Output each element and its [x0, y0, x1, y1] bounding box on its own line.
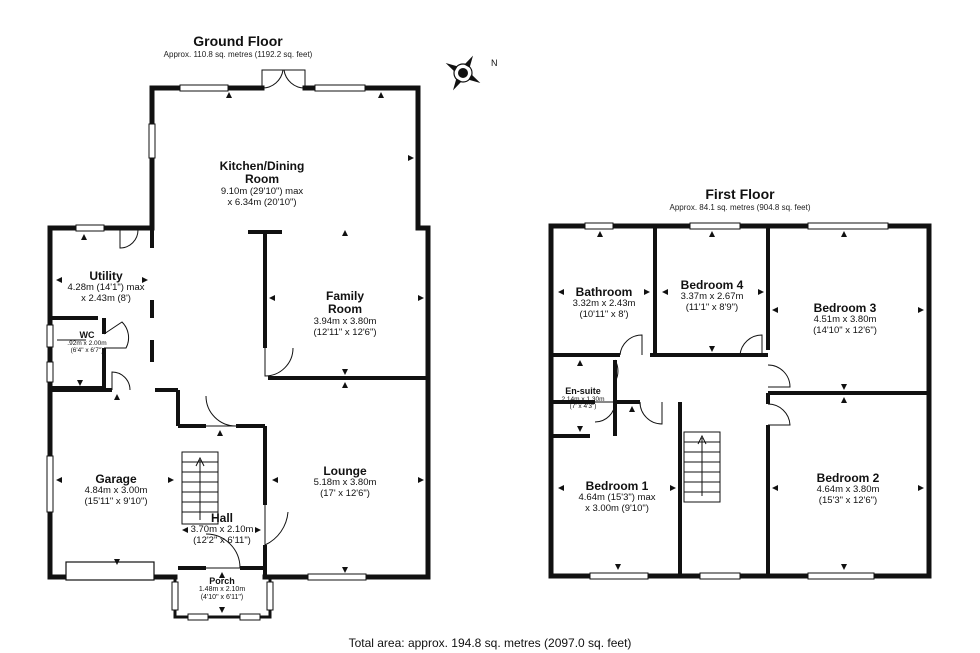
room-size: 9.10m (29'10") max	[220, 185, 304, 197]
room-size: (15'3" x 12'6")	[818, 495, 878, 507]
ground-floor-heading: Ground Floor Approx. 110.8 sq. metres (1…	[150, 33, 326, 59]
room-label-bedroom-3: Bedroom 3 4.51m x 3.80m (14'10" x 12'6")	[813, 301, 877, 337]
ground-floor-windows	[46, 84, 367, 621]
room-name: Room	[327, 302, 362, 317]
room-name: Bedroom 2	[816, 471, 880, 485]
room-size: (17' x 12'6")	[320, 488, 370, 500]
first-floor-interior-walls	[553, 228, 927, 574]
room-label-bedroom-2: Bedroom 2 4.64m x 3.80m (15'3" x 12'6")	[816, 471, 880, 507]
room-size: (15'11" x 9'10")	[84, 496, 148, 508]
room-size: 4.64m x 3.80m	[816, 484, 880, 496]
room-size: (7' x 4'3")	[569, 403, 597, 411]
room-size: (12'11" x 12'6")	[313, 326, 377, 338]
first-floor-doors	[594, 334, 791, 426]
room-label-wc: WC .92m x 2.00m (6'4" x 6'7")	[67, 330, 106, 355]
room-label-garage: Garage 4.84m x 3.00m (15'11" x 9'10")	[84, 472, 148, 508]
room-size: (14'10" x 12'6")	[813, 325, 877, 337]
room-name: Bedroom 4	[680, 278, 744, 292]
room-label-family-room: Family Room 3.94m x 3.80m (12'11" x 12'6…	[313, 289, 377, 338]
room-name: Bathroom	[575, 285, 633, 299]
room-name: Utility	[89, 269, 123, 283]
compass-north-label: N	[491, 58, 498, 68]
first-floor-area: Approx. 84.1 sq. metres (904.8 sq. feet)	[669, 203, 811, 212]
room-label-bathroom: Bathroom 3.32m x 2.43m (10'11" x 8')	[572, 285, 636, 321]
room-size: x 2.43m (8')	[81, 293, 131, 305]
room-size: 3.32m x 2.43m	[572, 298, 636, 310]
room-size: 1.48m x 2.10m	[198, 586, 246, 594]
first-floor-heading: First Floor Approx. 84.1 sq. metres (904…	[652, 186, 828, 212]
room-size: (6'4" x 6'7")	[70, 347, 104, 355]
ground-floor-doors	[57, 229, 294, 569]
patio-doors	[261, 69, 306, 89]
room-name: Porch	[209, 576, 235, 586]
room-name: Bedroom 1	[585, 479, 649, 493]
room-size: (11'1" x 8'9")	[685, 302, 739, 314]
room-name: Garage	[95, 472, 137, 486]
room-size: 2.14m x 1.30m	[561, 396, 605, 404]
room-size: x 3.00m (9'10")	[585, 503, 649, 515]
ground-floor-measure-arrows	[56, 92, 424, 613]
room-name: Lounge	[323, 464, 367, 478]
room-size: 4.64m (15'3") max	[578, 492, 656, 504]
room-size: .92m x 2.00m	[67, 340, 107, 348]
room-size: x 6.34m (20'10")	[227, 196, 297, 208]
first-floor-windows	[584, 222, 889, 580]
room-label-porch: Porch 1.48m x 2.10m (4'10" x 6'11")	[199, 576, 245, 602]
room-label-en-suite: En-suite 2.14m x 1.30m (7' x 4'3")	[562, 386, 605, 411]
compass-icon: N	[445, 55, 498, 91]
first-floor-measure-arrows	[558, 231, 924, 570]
room-name: Hall	[210, 511, 233, 525]
room-label-utility: Utility 4.28m (14'1") max x 2.43m (8')	[67, 269, 145, 305]
room-label-bedroom-4: Bedroom 4 3.37m x 2.67m (11'1" x 8'9")	[680, 278, 744, 314]
ground-floor-plan	[46, 69, 431, 621]
total-area: Total area: approx. 194.8 sq. metres (20…	[348, 636, 632, 650]
room-size: 5.18m x 3.80m	[313, 477, 377, 489]
ground-floor-area: Approx. 110.8 sq. metres (1192.2 sq. fee…	[163, 50, 313, 59]
room-size: 3.70m x 2.10m	[190, 524, 254, 536]
first-floor-plan	[548, 222, 932, 580]
room-label-bedroom-1: Bedroom 1 4.64m (15'3") max x 3.00m (9'1…	[578, 479, 656, 515]
room-size: (12'2" x 6'11")	[193, 535, 251, 547]
room-size: 4.28m (14'1") max	[67, 282, 145, 294]
room-name: Kitchen/Dining	[219, 159, 305, 173]
room-label-kitchen-dining: Kitchen/Dining Room 9.10m (29'10") max x…	[219, 159, 305, 208]
room-label-hall: Hall 3.70m x 2.10m (12'2" x 6'11")	[190, 511, 254, 547]
room-size: 4.84m x 3.00m	[84, 485, 148, 497]
garage-door	[65, 561, 155, 581]
room-size: 3.94m x 3.80m	[313, 315, 377, 327]
room-name: Bedroom 3	[813, 301, 877, 315]
room-name: WC	[79, 330, 95, 340]
room-size: 3.37m x 2.67m	[680, 291, 744, 303]
first-floor-staircase	[683, 431, 721, 503]
first-floor-title: First Floor	[705, 186, 775, 202]
ground-floor-interior-walls	[52, 228, 428, 577]
room-name: Family	[325, 289, 365, 303]
room-label-lounge: Lounge 5.18m x 3.80m (17' x 12'6")	[313, 464, 377, 500]
ground-floor-title: Ground Floor	[193, 33, 283, 49]
ground-floor-staircase	[181, 451, 219, 525]
room-size: 4.51m x 3.80m	[813, 314, 877, 326]
room-size: (10'11" x 8')	[579, 309, 629, 321]
room-name: En-suite	[565, 386, 601, 396]
room-name: Room	[244, 172, 279, 187]
room-size: (4'10" x 6'11")	[200, 593, 244, 601]
